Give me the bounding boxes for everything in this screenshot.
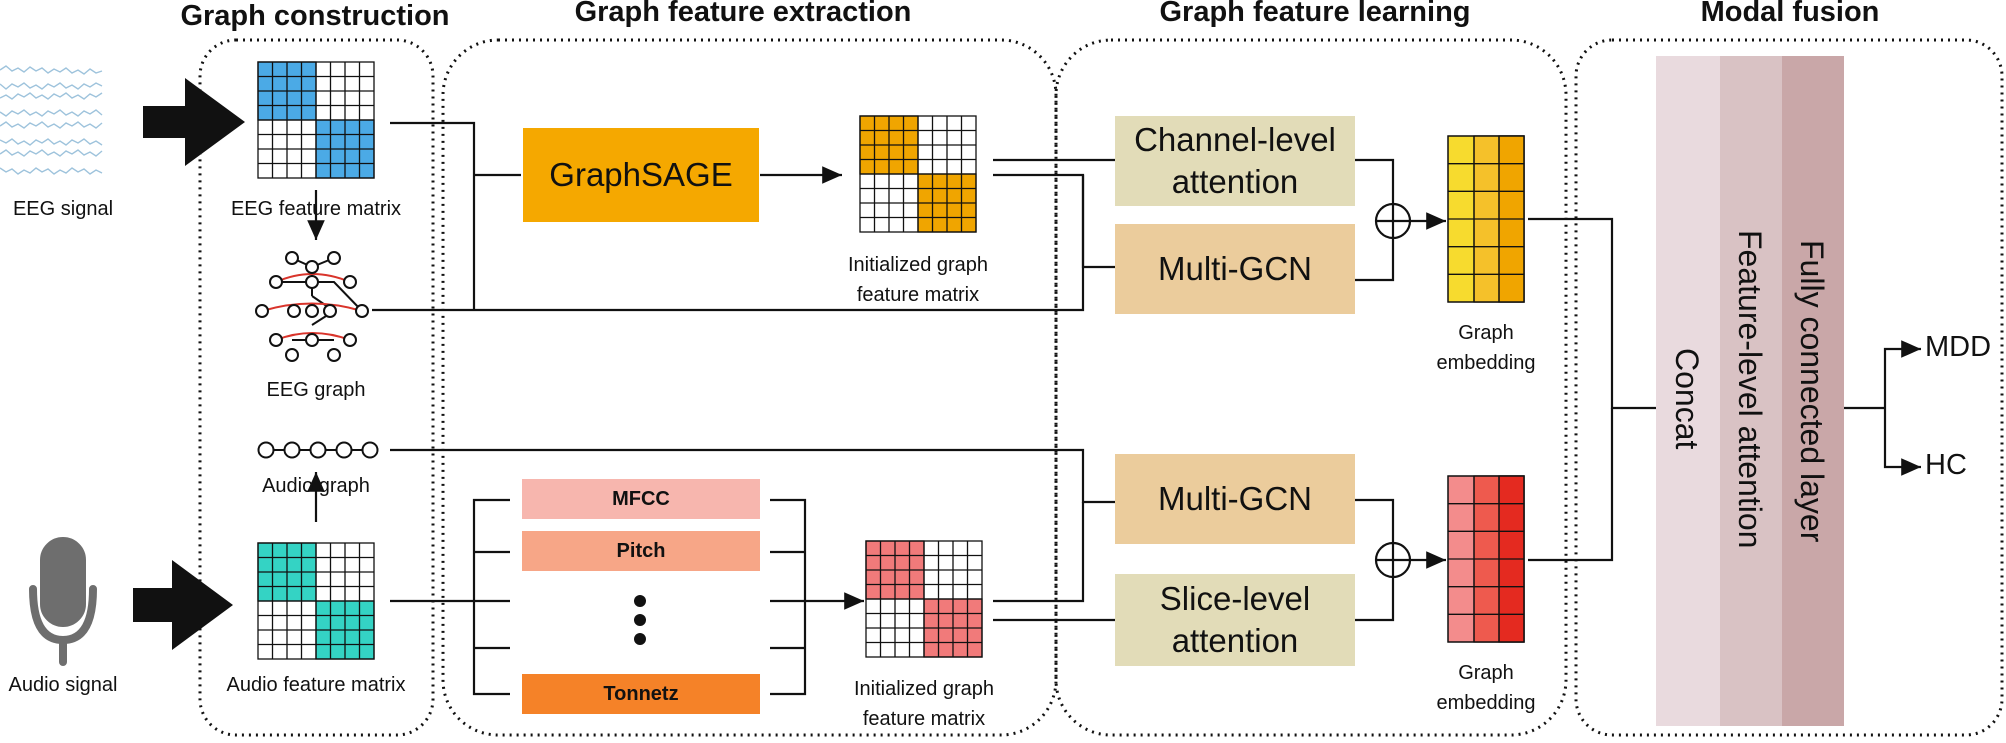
audio-feature-matrix	[257, 542, 375, 660]
eeg-embedding-label-line2: embedding	[1436, 352, 1536, 374]
section-header-fusion: Modal fusion	[1700, 0, 1880, 28]
eeg-embedding-label: Graph embedding	[1376, 318, 1596, 378]
audio-initialized-matrix	[865, 540, 983, 658]
eeg-initialized-matrix	[859, 115, 977, 233]
eeg-feature-matrix	[257, 61, 375, 179]
eeg-multi-gcn-box: Multi-GCN	[1115, 224, 1355, 314]
feature-box-pitch: Pitch	[522, 531, 760, 571]
eeg-graph-icon	[255, 251, 369, 362]
fusion-frame	[1574, 38, 2004, 737]
feature-attention-label: Feature-level attention	[1732, 230, 1768, 549]
eeg-init-matrix-label-line2: feature matrix	[856, 284, 980, 306]
channel-attention-line1: Channel-level	[1134, 121, 1336, 158]
concat-column	[1656, 56, 1720, 726]
audio-signal-label: Audio signal	[8, 674, 118, 696]
eeg-init-matrix-label: Initialized graph feature matrix	[808, 250, 1028, 310]
eeg-embedding-label-line1: Graph	[1458, 322, 1514, 344]
concat-label: Concat	[1669, 348, 1705, 450]
eeg-graph-embedding	[1447, 135, 1525, 303]
feature-box-mfcc: MFCC	[522, 479, 760, 519]
audio-init-matrix-label: Initialized graph feature matrix	[814, 674, 1034, 734]
eeg-feature-matrix-label: EEG feature matrix	[230, 198, 402, 220]
feature-attention-column	[1720, 56, 1782, 726]
slice-attention-line2: attention	[1171, 622, 1299, 659]
slice-attention-box: Slice-level attention	[1115, 574, 1355, 666]
section-frames	[198, 38, 2004, 737]
feature-label-tonnetz: Tonnetz	[603, 682, 679, 705]
audio-graph-label: Audio graph	[262, 475, 370, 497]
audio-init-matrix-label-line2: feature matrix	[862, 708, 986, 730]
eeg-waves	[0, 65, 103, 175]
graphsage-label: GraphSAGE	[549, 156, 733, 193]
ellipsis-dots	[634, 595, 646, 645]
audio-input-arrow	[133, 560, 233, 650]
channel-attention-box: Channel-level attention	[1115, 116, 1355, 206]
output-mdd: MDD	[1925, 331, 1992, 363]
feature-box-tonnetz: Tonnetz	[522, 674, 760, 714]
audio-multi-gcn-label: Multi-GCN	[1158, 480, 1312, 517]
extraction-frame	[441, 38, 1058, 737]
audio-graph-icon	[257, 441, 379, 459]
eeg-signal-label: EEG signal	[12, 198, 114, 220]
graphsage-box: GraphSAGE	[523, 128, 759, 222]
fully-connected-column	[1782, 56, 1844, 726]
slice-attention-line1: Slice-level	[1159, 580, 1311, 617]
learning-frame	[1054, 38, 1568, 737]
audio-feature-matrix-label: Audio feature matrix	[226, 674, 406, 696]
fully-connected-label: Fully connected layer	[1794, 240, 1830, 543]
channel-attention-line2: attention	[1171, 163, 1299, 200]
audio-embedding-label-line2: embedding	[1436, 692, 1536, 714]
audio-graph-embedding	[1447, 475, 1525, 643]
audio-embedding-label: Graph embedding	[1376, 658, 1596, 718]
section-header-construction: Graph construction	[180, 0, 450, 32]
eeg-input-arrow	[143, 78, 245, 166]
audio-embedding-label-line1: Graph	[1458, 662, 1514, 684]
eeg-graph-label: EEG graph	[266, 379, 366, 401]
output-hc: HC	[1925, 449, 1967, 481]
audio-init-matrix-label-line1: Initialized graph	[853, 678, 995, 700]
eeg-multi-gcn-label: Multi-GCN	[1158, 250, 1312, 287]
audio-multi-gcn-box: Multi-GCN	[1115, 454, 1355, 544]
section-header-extraction: Graph feature extraction	[574, 0, 912, 28]
feature-label-mfcc: MFCC	[612, 487, 670, 510]
connectors	[307, 121, 1921, 696]
section-header-learning: Graph feature learning	[1159, 0, 1471, 28]
feature-label-pitch: Pitch	[616, 539, 666, 562]
microphone-icon	[29, 537, 97, 666]
eeg-init-matrix-label-line1: Initialized graph	[847, 254, 989, 276]
